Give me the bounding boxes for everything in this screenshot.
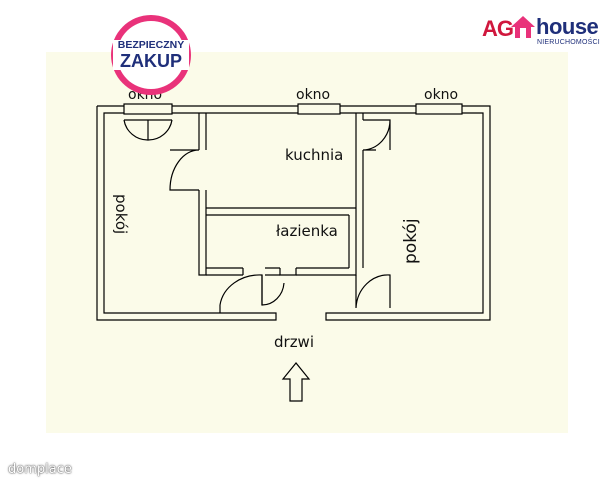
door-bathroom — [219, 268, 263, 313]
house-icon — [511, 16, 535, 38]
room-label-kitchen: kuchnia — [285, 146, 343, 164]
logo-ag: AG — [482, 16, 514, 41]
room-label-left: pokój — [112, 194, 130, 234]
window-swing — [123, 119, 173, 141]
badge-line2: ZAKUP — [120, 51, 182, 71]
watermark: domplace — [8, 462, 72, 477]
agency-logo: AG house NIERUCHOMOŚCI — [482, 14, 600, 48]
room-label-right: pokój — [401, 218, 421, 264]
badge-line1: BEZPIECZNY — [118, 39, 185, 51]
safe-purchase-badge: BEZPIECZNY ZAKUP — [111, 15, 191, 95]
logo-subtitle: NIERUCHOMOŚCI — [537, 39, 600, 46]
door-entrance-right — [355, 274, 391, 309]
window-label: okno — [296, 87, 330, 103]
logo-house: house — [536, 14, 599, 39]
room-label-bathroom: łazienka — [276, 222, 338, 240]
door-right-room — [362, 119, 391, 151]
door-left-room — [169, 149, 200, 191]
entrance-arrow-icon — [281, 362, 311, 402]
walls — [96, 103, 491, 321]
entrance-label: drzwi — [274, 333, 314, 351]
floor-plan-background — [46, 52, 568, 433]
window-label: okno — [424, 87, 458, 103]
